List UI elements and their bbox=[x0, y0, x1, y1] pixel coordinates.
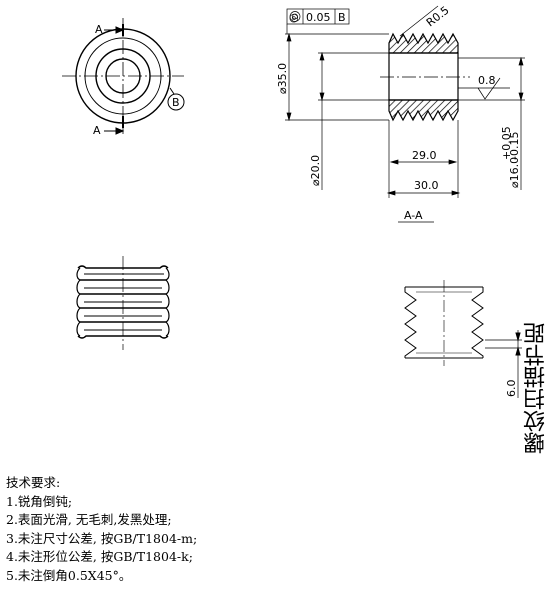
inner-length-label: 29.0 bbox=[412, 149, 437, 162]
section-top-wall bbox=[388, 32, 459, 54]
note-item: 1.锐角倒钝; bbox=[6, 493, 73, 509]
bore-diameter-label: ⌀16.0 bbox=[508, 157, 521, 188]
tolerance-symbol: ◎ bbox=[289, 11, 299, 24]
radius-label: R0.5 bbox=[424, 4, 452, 30]
datum-b-label: B bbox=[172, 96, 180, 109]
note-item: 5.未注倒角0.5X45°。 bbox=[6, 567, 132, 583]
front-view bbox=[62, 18, 185, 135]
thread-pitch-label: 螺纹扫描节距 bbox=[524, 322, 549, 454]
note-item: 3.未注尺寸公差, 按GB/T1804-m; bbox=[6, 530, 198, 546]
thread-profile bbox=[404, 280, 522, 398]
section-view bbox=[380, 32, 470, 122]
tolerance-value: 0.05 bbox=[306, 11, 331, 24]
section-bottom-wall bbox=[388, 99, 459, 122]
overall-length-label: 30.0 bbox=[414, 179, 439, 192]
note-item: 4.未注形位公差, 按GB/T1804-k; bbox=[6, 549, 193, 564]
thread-side-view bbox=[76, 256, 170, 350]
inner-diameter-label: ⌀20.0 bbox=[309, 155, 322, 186]
outer-diameter-label: ⌀35.0 bbox=[276, 63, 289, 94]
section-letter-bottom: A bbox=[93, 124, 101, 137]
tolerance-datum: B bbox=[338, 11, 346, 24]
section-dimensions bbox=[285, 5, 525, 223]
notes-title: 技术要求: bbox=[6, 475, 61, 490]
section-title: A-A bbox=[404, 209, 423, 222]
roughness-label: 0.8 bbox=[478, 74, 496, 87]
technical-notes: 技术要求: 1.锐角倒钝; 2.表面光滑, 无毛刺,发黑处理; 3.未注尺寸公差… bbox=[6, 474, 197, 585]
section-letter-top: A bbox=[95, 23, 103, 36]
note-item: 2.表面光滑, 无毛刺,发黑处理; bbox=[6, 512, 172, 527]
bore-tol-upper: +0.05 bbox=[500, 126, 513, 160]
pitch-label: 6.0 bbox=[505, 380, 518, 398]
bore-tol-lower: -0.15 bbox=[508, 132, 521, 160]
